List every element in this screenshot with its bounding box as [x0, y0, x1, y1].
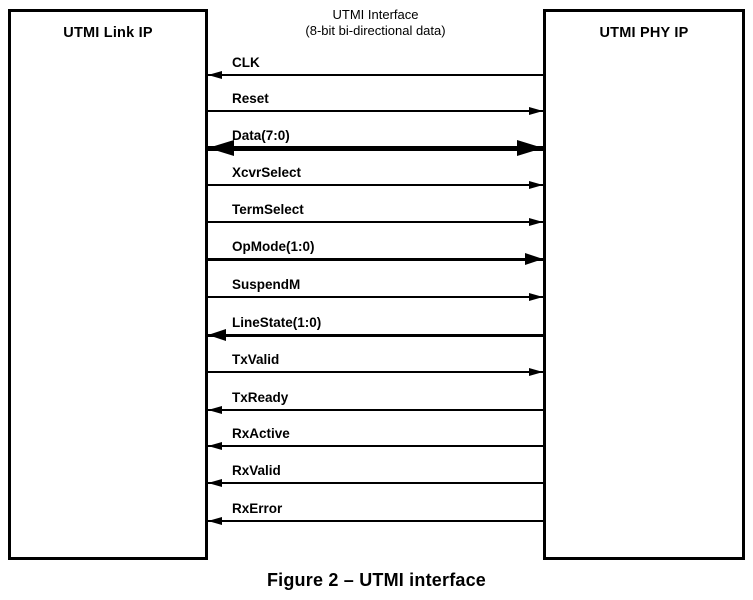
- signal-line: [208, 221, 543, 223]
- signal-label: TermSelect: [232, 202, 304, 217]
- utmi-phy-ip-label: UTMI PHY IP: [599, 25, 689, 41]
- signal-line: [208, 482, 543, 484]
- signal-label: SuspendM: [232, 277, 301, 292]
- signal-label: TxReady: [232, 390, 289, 405]
- utmi-link-ip-label: UTMI Link IP: [63, 25, 153, 41]
- arrowhead-left-icon: [208, 140, 234, 156]
- signal-label: TxValid: [232, 352, 280, 367]
- signal-line: [208, 333, 543, 337]
- arrowhead-left-icon: [208, 329, 226, 341]
- signal-label: Data(7:0): [232, 128, 290, 143]
- signal-line: [208, 296, 543, 298]
- diagram-title-line1: UTMI Interface: [332, 7, 419, 22]
- figure-caption: Figure 2 – UTMI interface: [266, 570, 487, 590]
- signal-line: [208, 371, 543, 373]
- arrowhead-right-icon: [529, 180, 543, 189]
- arrowhead-right-icon: [525, 253, 543, 265]
- signal-label: Reset: [232, 91, 269, 106]
- arrowhead-right-icon: [529, 367, 543, 376]
- arrowhead-left-icon: [208, 70, 222, 79]
- signal-label: RxValid: [232, 463, 281, 478]
- signal-line: [208, 184, 543, 186]
- signal-line: [208, 409, 543, 411]
- signal-label: RxError: [232, 501, 283, 516]
- utmi-link-ip-block: UTMI Link IP: [8, 9, 208, 560]
- arrowhead-left-icon: [208, 516, 222, 525]
- signal-label: RxActive: [232, 426, 290, 441]
- utmi-phy-ip-block: UTMI PHY IP: [543, 9, 745, 560]
- signal-label: CLK: [232, 55, 260, 70]
- diagram-title-line2: (8-bit bi-directional data): [305, 23, 446, 38]
- signal-label: LineState(1:0): [232, 315, 322, 330]
- arrowhead-left-icon: [208, 478, 222, 487]
- signal-line: [208, 257, 543, 261]
- arrowhead-left-icon: [208, 441, 222, 450]
- signal-line: [208, 445, 543, 447]
- diagram-title: UTMI Interface (8-bit bi-directional dat…: [208, 7, 543, 39]
- signal-line: [208, 74, 543, 76]
- signal-label: XcvrSelect: [232, 165, 302, 180]
- arrowhead-left-icon: [208, 405, 222, 414]
- arrowhead-right-icon: [529, 217, 543, 226]
- signal-line: [208, 110, 543, 112]
- arrowhead-right-icon: [517, 140, 543, 156]
- signal-label: OpMode(1:0): [232, 239, 315, 254]
- signal-line: [208, 520, 543, 522]
- arrowhead-right-icon: [529, 292, 543, 301]
- arrowhead-right-icon: [529, 106, 543, 115]
- signal-line: [208, 145, 543, 151]
